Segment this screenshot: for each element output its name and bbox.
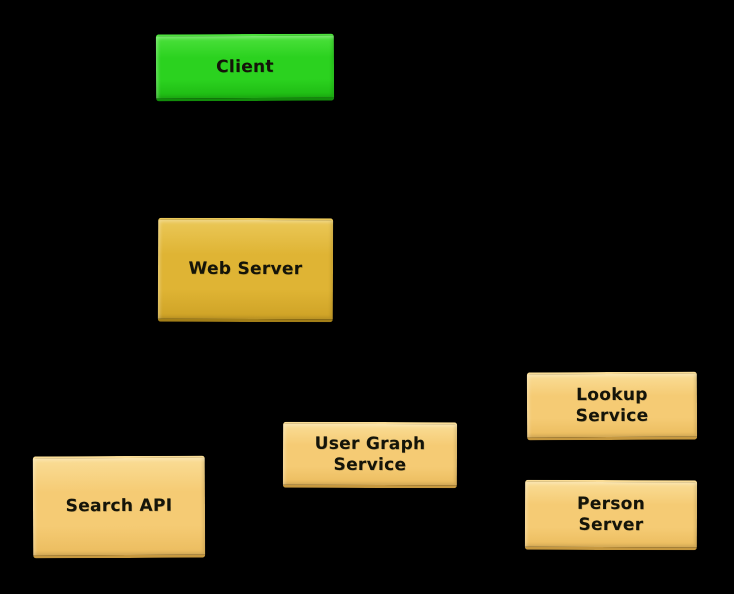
node-search-api: Search API: [32, 455, 206, 559]
node-web-server: Web Server: [157, 217, 334, 323]
node-lookup-service-label: Lookup Service: [575, 384, 649, 426]
node-lookup-service: Lookup Service: [526, 371, 698, 441]
node-client-label: Client: [216, 56, 274, 77]
node-user-graph-service-label: User Graph Service: [314, 433, 426, 475]
node-user-graph-service: User Graph Service: [282, 421, 458, 489]
node-client: Client: [155, 33, 335, 102]
node-web-server-label: Web Server: [188, 258, 303, 280]
node-person-server: Person Server: [524, 479, 698, 551]
node-search-api-label: Search API: [65, 495, 173, 517]
node-person-server-label: Person Server: [576, 493, 646, 535]
